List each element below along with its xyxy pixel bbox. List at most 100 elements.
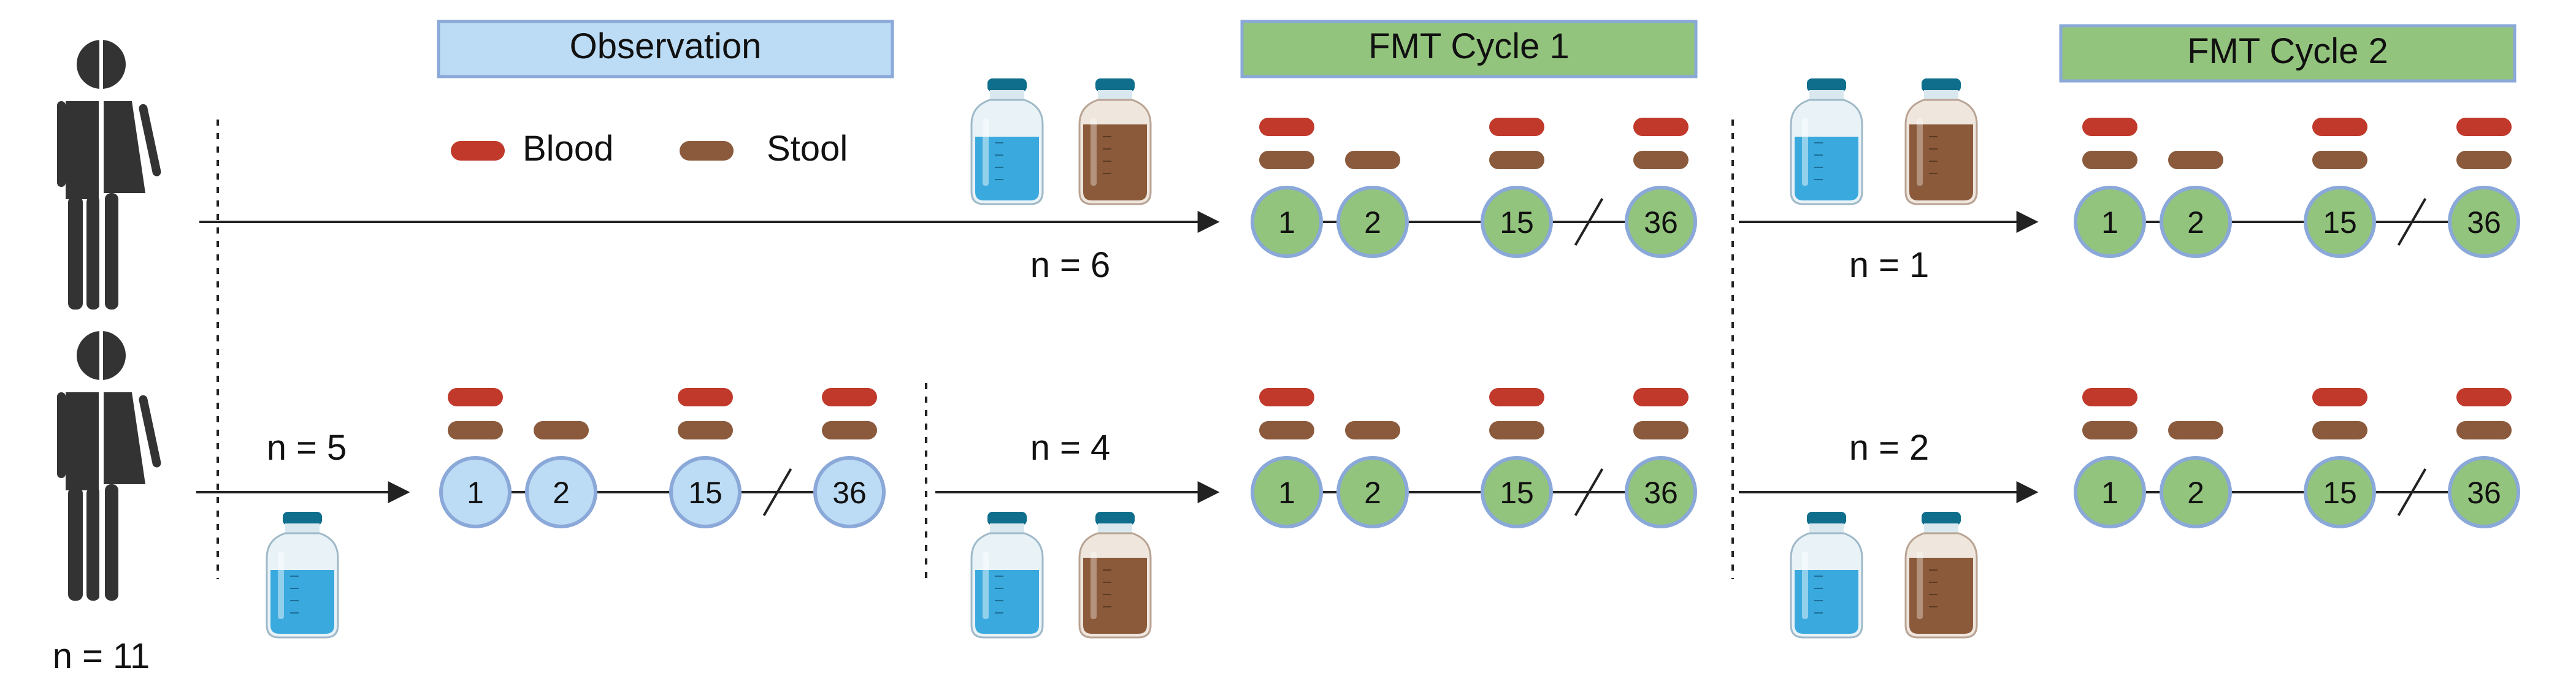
timeline-break-mark (762, 468, 792, 517)
visit-day-label: 15 (688, 476, 723, 510)
stool-sample-marker (2082, 421, 2137, 439)
phase-label-observation: Observation (570, 26, 762, 66)
visit-day-label: 2 (1364, 205, 1381, 240)
blood-sample-marker (2082, 118, 2137, 136)
phase-label-fmt-cycle-2: FMT Cycle 2 (2187, 31, 2388, 71)
blue-bottle-icon (970, 77, 1044, 205)
legend: Blood Stool (451, 129, 848, 169)
stool-sample-marker (534, 421, 589, 439)
visit-circle (2304, 456, 2376, 528)
visit-day-label: 15 (1500, 476, 1534, 510)
stool-sample-marker (678, 421, 733, 439)
stool-sample-marker (822, 421, 877, 439)
visit-day-label: 36 (832, 476, 867, 510)
blood-sample-marker (822, 388, 877, 406)
stool-sample-marker (2082, 151, 2137, 169)
visit-day-label: 1 (1278, 476, 1295, 510)
visit-circle (2304, 186, 2376, 258)
blood-sample-marker (2456, 118, 2512, 136)
blood-sample-marker (2082, 388, 2137, 406)
visit-day-label: 1 (1278, 205, 1295, 240)
visit-day-label: 15 (2323, 205, 2357, 240)
blood-sample-marker (2312, 118, 2367, 136)
stool-sample-marker (1345, 421, 1400, 439)
visit-circle (2160, 456, 2232, 528)
legend-stool-label: Stool (767, 129, 848, 169)
blood-sample-marker (1259, 118, 1314, 136)
visit-circle (2448, 456, 2520, 528)
visit-day-label: 2 (2187, 205, 2204, 240)
blue-bottle-icon (1790, 511, 1863, 639)
count-top-to-cycle-2: n = 1 (1849, 245, 1930, 285)
legend-blood-swatch (451, 141, 505, 161)
stool-sample-marker (1489, 151, 1544, 169)
count-bottom-to-cycle-2: n = 2 (1849, 428, 1930, 468)
timeline-break-mark (2397, 197, 2427, 246)
timeline-fmt-cycle-2-top: 1 2 15 36 (2074, 118, 2520, 258)
visit-circle (1251, 456, 1323, 528)
blood-sample-marker (2312, 388, 2367, 406)
visit-circle (813, 456, 886, 528)
visit-day-label: 2 (1364, 476, 1381, 510)
stool-sample-marker (1259, 151, 1314, 169)
visit-circle (439, 456, 512, 528)
phase-header-fmt-cycle-2: FMT Cycle 2 (2059, 24, 2517, 83)
timeline-break-mark (1574, 197, 1604, 246)
timeline-observation: 1 2 15 36 (439, 388, 886, 528)
blue-bottle-icon (266, 511, 339, 639)
blood-sample-marker (1633, 388, 1689, 406)
visit-circle (1481, 186, 1553, 258)
count-obs-to-cycle-1: n = 4 (1030, 428, 1111, 468)
visit-day-label: 36 (2467, 205, 2501, 240)
visit-circle (2160, 186, 2232, 258)
visit-day-label: 2 (553, 476, 570, 510)
stool-sample-marker (2312, 151, 2367, 169)
visit-day-label: 36 (2467, 476, 2501, 510)
legend-blood-label: Blood (523, 129, 613, 169)
stool-sample-marker (448, 421, 503, 439)
blue-bottle-icon (970, 511, 1044, 639)
blood-sample-marker (1489, 118, 1544, 136)
timeline-break-mark (1574, 468, 1604, 517)
phase-header-observation: Observation (437, 20, 894, 78)
person-icon (57, 331, 162, 601)
visit-circle (525, 456, 597, 528)
blood-sample-marker (448, 388, 503, 406)
brown-bottle-icon (1904, 511, 1978, 639)
visit-day-label: 1 (2101, 205, 2118, 240)
visit-day-label: 1 (467, 476, 484, 510)
visit-circle (2448, 186, 2520, 258)
brown-bottle-icon (1078, 511, 1152, 639)
stool-sample-marker (1633, 421, 1689, 439)
phase-label-fmt-cycle-1: FMT Cycle 1 (1368, 26, 1570, 66)
blood-sample-marker (1633, 118, 1689, 136)
stool-sample-marker (1489, 421, 1544, 439)
stool-sample-marker (2168, 151, 2223, 169)
visit-day-label: 2 (2187, 476, 2204, 510)
blood-sample-marker (678, 388, 733, 406)
blood-sample-marker (2456, 388, 2512, 406)
visit-circle (1625, 186, 1697, 258)
count-top-arm: n = 6 (1030, 245, 1111, 285)
visit-circle (669, 456, 742, 528)
visit-circle (1481, 456, 1553, 528)
stool-sample-marker (2456, 421, 2512, 439)
blood-sample-marker (1489, 388, 1544, 406)
visit-circle (2074, 456, 2146, 528)
count-bottom-arm: n = 5 (267, 428, 347, 468)
total-count: n = 11 (53, 636, 150, 676)
legend-stool-swatch (680, 141, 734, 161)
person-icon (57, 40, 162, 310)
visit-day-label: 15 (1500, 205, 1534, 240)
visit-circle (1336, 456, 1409, 528)
visit-circle (2074, 186, 2146, 258)
stool-sample-marker (1345, 151, 1400, 169)
stool-sample-marker (1633, 151, 1689, 169)
visit-day-label: 15 (2323, 476, 2357, 510)
stool-sample-marker (2456, 151, 2512, 169)
phase-header-fmt-cycle-1: FMT Cycle 1 (1240, 20, 1698, 78)
brown-bottle-icon (1904, 77, 1978, 205)
